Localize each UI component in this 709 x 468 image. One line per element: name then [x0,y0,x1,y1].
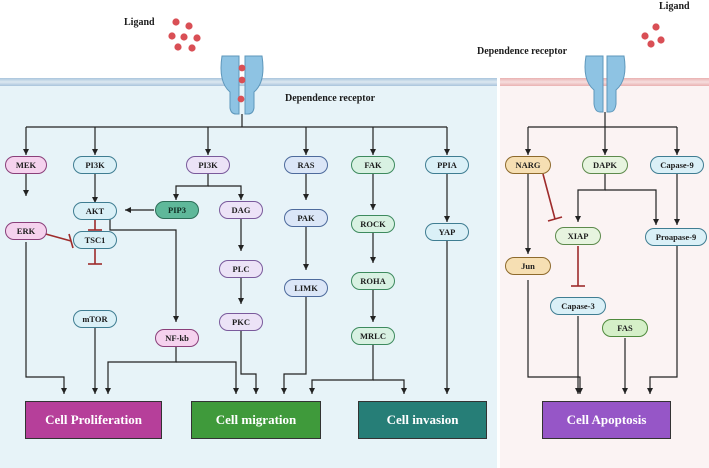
node-roha: ROHA [351,272,395,290]
node-pip3: PIP3 [155,201,199,219]
receptor-label-left: Dependence receptor [285,93,376,104]
outcome-cell-invasion: Cell invasion [358,401,487,439]
receptor-label-right: Dependence receptor [477,46,568,57]
node-fak: FAK [351,156,395,174]
node-capase-3: Capase-3 [550,297,606,315]
node-plc: PLC [219,260,263,278]
ligand-label-right: Ligand [659,1,690,12]
node-dag: DAG [219,201,263,219]
outcome-cell-apoptosis: Cell Apoptosis [542,401,671,439]
node-ppia: PPIA [425,156,469,174]
outcome-cell-proliferation: Cell Proliferation [25,401,162,439]
ligand-cluster-left [168,18,201,52]
cell-membrane-right [500,78,709,86]
node-capase-9: Capase-9 [650,156,704,174]
node-pkc: PKC [219,313,263,331]
node-mek: MEK [5,156,47,174]
node-yap: YAP [425,223,469,241]
node-pak: PAK [284,209,328,227]
node-tsc1: TSC1 [73,231,117,249]
node-nfkb: NF-kb [155,329,199,347]
node-ras: RAS [284,156,328,174]
node-mrlc: MRLC [351,327,395,345]
node-proapase-9: Proapase-9 [645,228,707,246]
node-pi3k-1: PI3K [73,156,117,174]
node-narg: NARG [505,156,551,174]
node-fas: FAS [602,319,648,337]
node-erk: ERK [5,222,47,240]
node-xiap: XIAP [555,227,601,245]
node-mtor: mTOR [73,310,117,328]
ligand-label-left: Ligand [124,17,155,28]
outcome-cell-migration: Cell migration [191,401,321,439]
node-akt: AKT [73,202,117,220]
ligand-cluster-right [641,23,665,48]
node-pi3k-2: PI3K [186,156,230,174]
dependence-receptor-left [220,55,264,115]
node-jun: Jun [505,257,551,275]
inhibition-edges [41,173,585,287]
node-rock: ROCK [351,215,395,233]
node-limk: LIMK [284,279,328,297]
dependence-receptor-right [584,55,626,113]
node-dapk: DAPK [582,156,628,174]
